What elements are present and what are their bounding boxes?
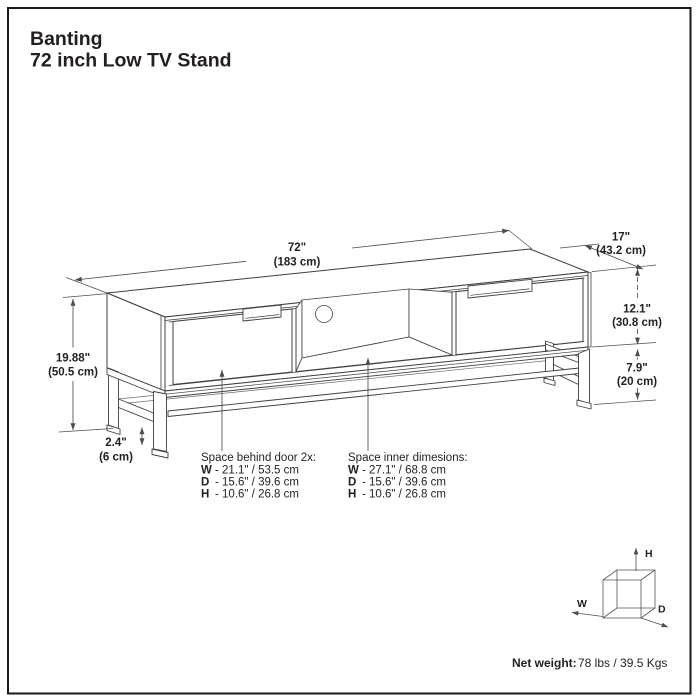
- inner-title: Space inner dimesions:: [348, 452, 468, 464]
- cube-h-label: H: [645, 548, 653, 560]
- base-height-cm-label: (20 cm): [617, 376, 657, 388]
- total-height-inches-label: 19.88": [56, 353, 90, 365]
- inner-w-key: W: [348, 465, 359, 477]
- cabinet-height-inches-label: 12.1": [623, 304, 651, 316]
- space-inner-block: Space inner dimesions: W - 27.1" / 68.8 …: [348, 452, 468, 501]
- width-inches-label: 72": [288, 242, 306, 254]
- depth-cm-label: (43.2 cm): [596, 245, 646, 257]
- leg-clearance-inches-label: 2.4": [105, 437, 126, 449]
- left-door: [172, 308, 293, 385]
- depth-inches-label: 17": [612, 232, 630, 244]
- left-door-handle: [242, 304, 282, 322]
- behind-door-w-key: W: [201, 465, 212, 477]
- width-dim-line: [74, 260, 247, 282]
- behind-door-d-value: - 15.6" / 39.6 cm: [215, 477, 299, 489]
- right-front-foot: [576, 399, 592, 410]
- leg-clearance-cm-label: (6 cm): [99, 452, 133, 464]
- cube-front-face: [602, 579, 642, 619]
- tv-stand-drawing: [106, 248, 592, 459]
- dimension-labels: 72" (183 cm) 17" (43.2 cm) 12.1" (30.8 c…: [48, 232, 662, 464]
- doors: [172, 277, 584, 385]
- left-front-foot: [151, 448, 169, 459]
- cube-depth-axis: [640, 617, 669, 628]
- space-behind-door-block: Space behind door 2x: W - 21.1" / 53.5 c…: [201, 452, 316, 501]
- cable-hole: [315, 305, 333, 323]
- behind-door-w-value: - 21.1" / 53.5 cm: [215, 465, 299, 477]
- right-door: [455, 277, 584, 356]
- behind-door-h-key: H: [201, 489, 209, 501]
- base-height-inches-label: 7.9": [626, 363, 647, 375]
- total-height-cm-label: (50.5 cm): [48, 367, 98, 379]
- orientation-cube: H W D: [571, 547, 669, 628]
- product-name: Banting: [30, 28, 103, 50]
- dimension-lines: [58, 228, 657, 451]
- base-frame: [106, 340, 592, 459]
- inner-w-value: - 27.1" / 68.8 cm: [362, 465, 446, 477]
- net-weight-label: Net weight:: [512, 656, 577, 670]
- cube-w-label: W: [577, 598, 587, 610]
- product-subtitle: 72 inch Low TV Stand: [30, 50, 232, 72]
- inner-d-value: - 15.6" / 39.6 cm: [362, 477, 446, 489]
- open-shelf-compartment: [295, 288, 453, 372]
- net-weight-value: 78 lbs / 39.5 Kgs: [578, 656, 667, 670]
- page-border: [7, 7, 692, 695]
- behind-door-h-value: - 10.6" / 26.8 cm: [215, 489, 299, 501]
- right-front-leg: [578, 348, 590, 405]
- inner-d-key: D: [348, 477, 356, 489]
- cube-back-face: [616, 569, 656, 609]
- net-weight: Net weight: 78 lbs / 39.5 Kgs: [512, 656, 667, 670]
- inner-h-key: H: [348, 489, 356, 501]
- cube-width-axis: [571, 611, 604, 617]
- right-door-handle: [467, 278, 533, 299]
- behind-door-d-key: D: [201, 477, 209, 489]
- cube-d-label: D: [658, 604, 666, 616]
- left-front-leg: [153, 391, 167, 452]
- depth-dim-line: [584, 245, 644, 270]
- cabinet-height-cm-label: (30.8 cm): [612, 317, 662, 329]
- width-cm-label: (183 cm): [274, 257, 321, 269]
- right-back-foot: [543, 377, 556, 386]
- behind-door-title: Space behind door 2x:: [201, 452, 316, 464]
- inner-h-value: - 10.6" / 26.8 cm: [362, 489, 446, 501]
